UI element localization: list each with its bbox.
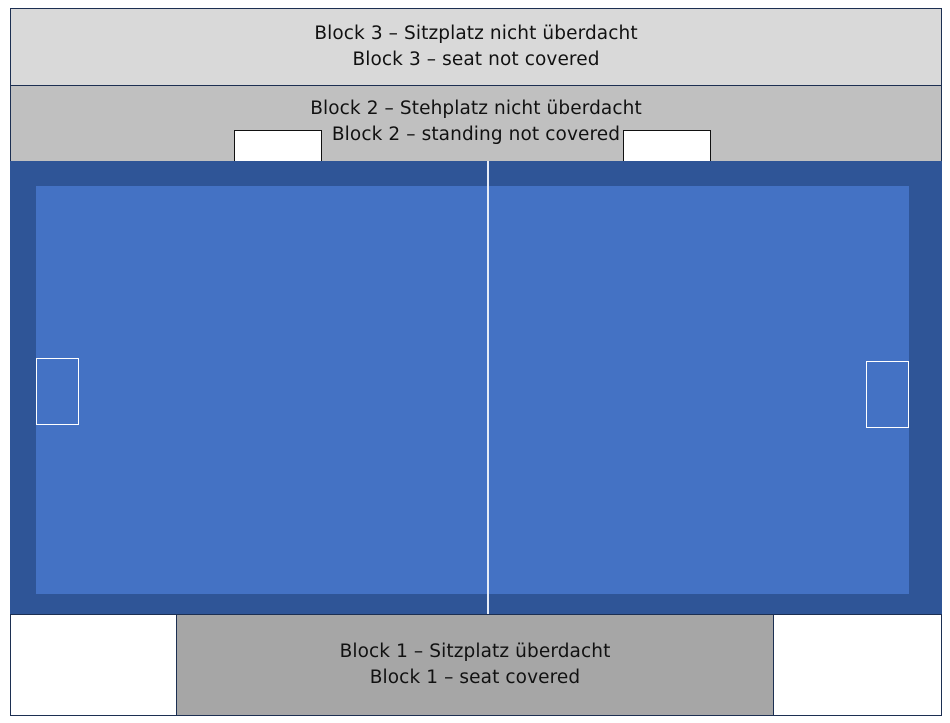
center-line [487,161,489,615]
block-1-label-en: Block 1 – seat covered [369,667,581,688]
block-3-label-de: Block 3 – Sitzplatz nicht überdacht [314,23,638,44]
block-1-label-de: Block 1 – Sitzplatz überdacht [339,641,611,662]
corner-area-right [772,614,942,716]
corner-area-left [10,614,178,716]
block-2-label-de: Block 2 – Stehplatz nicht überdacht [310,98,642,119]
goal-area-right [866,361,909,428]
block-3-label-en: Block 3 – seat not covered [352,49,600,70]
goal-area-left [36,358,79,425]
block-2-label-en: Block 2 – standing not covered [331,124,621,145]
playing-field [36,186,909,594]
block-3-seat-not-covered: Block 3 – Sitzplatz nicht überdacht Bloc… [10,8,942,86]
block-1-seat-covered: Block 1 – Sitzplatz überdacht Block 1 – … [176,614,774,716]
entrance-right [623,130,711,162]
entrance-left [234,130,322,162]
block-2-standing-not-covered: Block 2 – Stehplatz nicht überdacht Bloc… [10,85,942,162]
